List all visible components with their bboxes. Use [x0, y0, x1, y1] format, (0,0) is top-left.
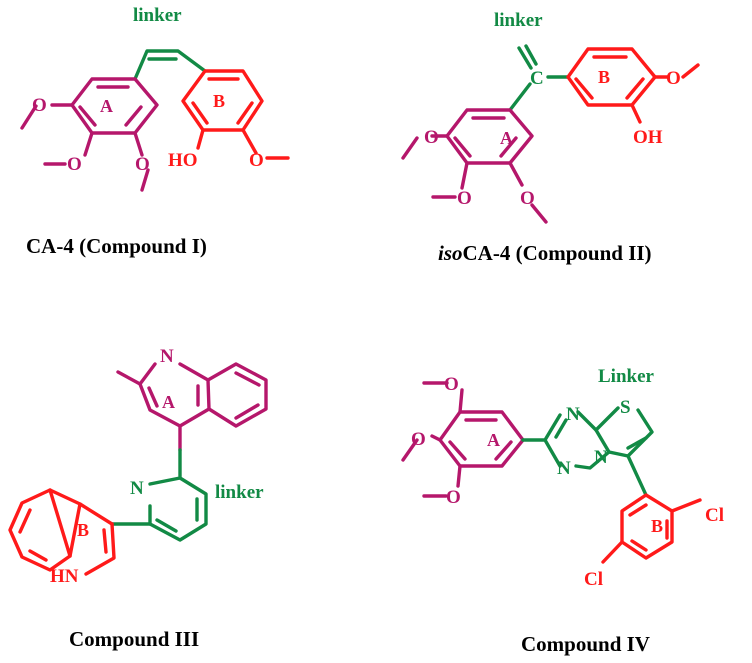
compound-3-structure: N A N linker B HN [8, 346, 268, 587]
compound-4-chlorine-left: Cl [584, 569, 603, 590]
compound-1-ring-b [181, 69, 290, 160]
compound-4-triazole-n-bottom: N [557, 458, 571, 479]
compound-1-methoxy-o-ring-b: O [249, 150, 264, 171]
compound-4-thiazole-s: S [620, 397, 631, 418]
compound-4-ring-a-label: A [487, 430, 500, 450]
compound-3-indole-nh: HN [50, 566, 79, 587]
compound-2-linker-carbon: C [530, 68, 544, 89]
compound-4-linker-label: Linker [598, 366, 655, 387]
compound-1-caption: CA-4 (Compound I) [26, 234, 207, 258]
compound-2-ring-b [566, 47, 700, 124]
compound-2-methoxy-o-ring-b: O [666, 68, 681, 89]
compound-1-linker-label: linker [133, 5, 182, 26]
compound-3-indole-ring-b [8, 488, 116, 576]
compound-1-methoxy-o-bottom: O [67, 154, 82, 175]
compound-4-thiazolotriazole-linker [521, 406, 654, 497]
compound-1-structure: linker A O O O B HO O [20, 5, 290, 192]
compound-3-ring-a-label: A [162, 392, 175, 412]
compound-2-ring-b-label: B [598, 67, 610, 87]
compound-1-ring-a-label: A [100, 96, 113, 116]
compound-4-ring-a [401, 381, 525, 498]
compound-2-ring-a-label: A [500, 128, 513, 148]
compound-2-caption-rest: CA-4 (Compound II) [463, 241, 652, 265]
compound-2-caption-iso: iso [438, 241, 463, 265]
compound-3-quinoline-n: N [160, 346, 174, 367]
compound-4-bridgehead-n: N [594, 447, 608, 468]
compound-1-ring-b-label: B [213, 91, 225, 111]
compound-4-structure: Linker A O O O N N N S B [401, 366, 724, 590]
compound-4-caption: Compound IV [521, 632, 650, 656]
compound-2-methoxy-o-left: O [424, 127, 439, 148]
compound-3-ring-b-label: B [77, 520, 89, 540]
compound-2-linker-label: linker [494, 10, 543, 31]
compound-2-methoxy-o-bottom: O [457, 188, 472, 209]
compound-1-hydroxyl: HO [168, 150, 198, 171]
compound-3-caption: Compound III [69, 627, 199, 651]
compound-4-methoxy-o-bottom: O [446, 487, 461, 508]
compound-3-pyridine-linker [110, 448, 208, 542]
compound-4-ring-b-label: B [651, 516, 663, 536]
compound-3-quinoline-ring-a [116, 362, 268, 452]
compound-2-ring-a [401, 108, 548, 224]
compound-2-structure: linker C A O O O B O OH [401, 10, 700, 224]
compound-1-linker-bonds [133, 49, 207, 81]
compound-3-pyridine-n: N [130, 478, 144, 499]
compound-4-methoxy-o-middle: O [411, 429, 426, 450]
compound-2-methoxy-o-right: O [520, 188, 535, 209]
compound-2-linker-bonds [508, 44, 570, 112]
compound-4-methoxy-o-top: O [444, 374, 459, 395]
compound-2-caption: isoCA-4 (Compound II) [438, 241, 652, 265]
compound-1-methoxy-o-left: O [32, 95, 47, 116]
compound-3-linker-label: linker [215, 482, 264, 503]
compound-4-ring-b [601, 493, 702, 564]
compound-4-triazole-n-top: N [566, 404, 580, 425]
compound-2-hydroxyl: OH [633, 127, 663, 148]
compound-1-ring-a [20, 77, 159, 192]
compound-1-methoxy-o-right: O [135, 154, 150, 175]
compound-4-chlorine-right: Cl [705, 505, 724, 526]
